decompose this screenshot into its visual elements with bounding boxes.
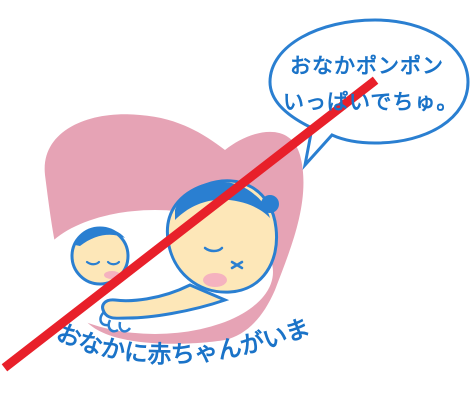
bubble-text-line-1: おなかポンポン	[290, 54, 444, 78]
baby-figure	[70, 226, 130, 286]
mother-figure	[99, 179, 279, 333]
prohibition-line	[1, 76, 379, 372]
bubble-text-line-2: いっぱいでちゅ。	[283, 90, 459, 114]
